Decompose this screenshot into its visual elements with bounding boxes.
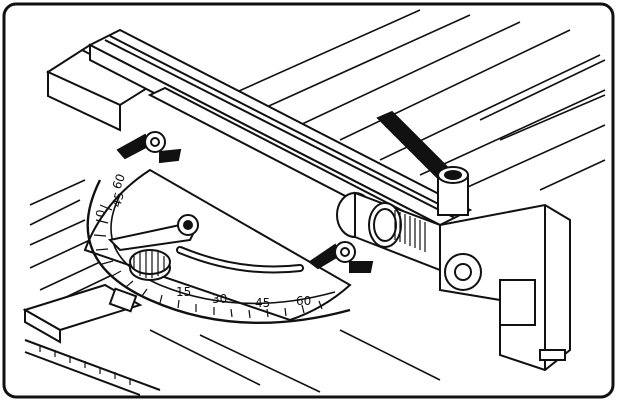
protractor-slot-inner: [178, 248, 302, 272]
upper-scale-label-0: 0: [93, 209, 108, 219]
lower-scale-label-60: 60: [296, 294, 311, 308]
lower-guide-rail: [22, 283, 161, 396]
knurled-knob-icon: [129, 249, 171, 281]
wing-nut-icon: [116, 131, 182, 164]
frame-border: [2, 2, 615, 399]
locking-lever-icon: [376, 110, 469, 216]
stop-bracket-icon: [439, 203, 571, 372]
upper-scale-label-45: 45: [109, 190, 126, 208]
protractor-arc-inner: [110, 194, 336, 305]
lower-scale-label-15: 15: [176, 285, 191, 299]
wing-nut-right-icon: [308, 241, 374, 273]
protractor: 60 45 0 15 30 45 60: [83, 168, 352, 324]
table-surface-hatching: [229, 9, 606, 196]
protractor-arc-outer: [86, 179, 351, 324]
protractor-ticks: [93, 204, 323, 319]
upper-scale-label-60: 60: [110, 172, 128, 191]
lower-scale-label-30: 30: [212, 292, 227, 306]
lower-scale-label-45: 45: [255, 296, 270, 310]
protractor-body: [83, 168, 352, 322]
stop-cylinder: [336, 191, 441, 272]
clamp-lever-icon: [107, 214, 199, 252]
